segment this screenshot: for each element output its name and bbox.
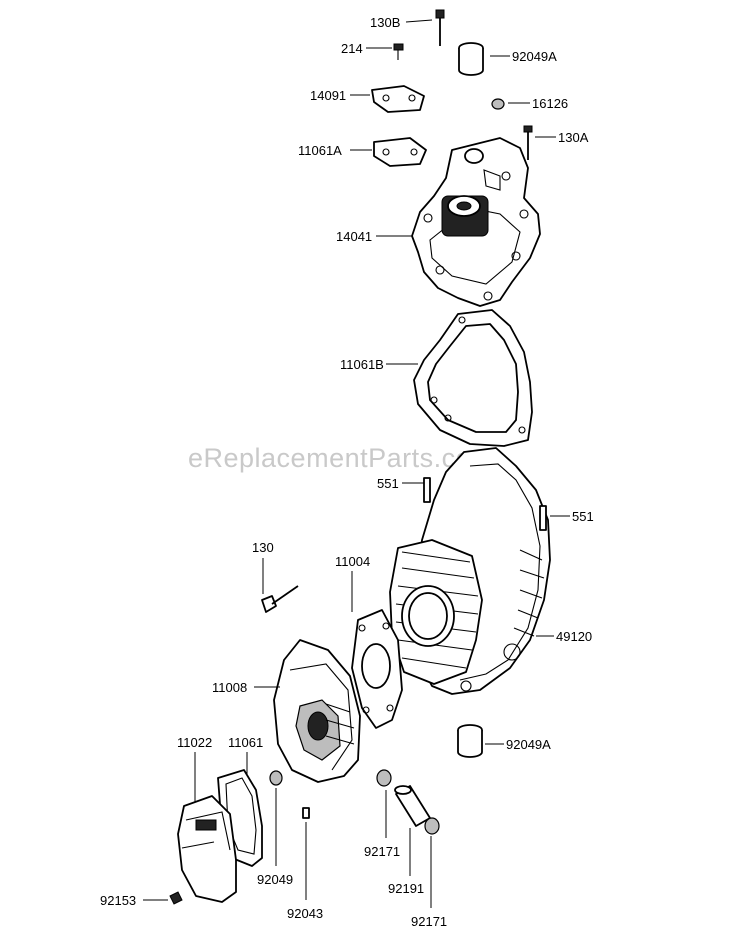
- label-11004: 11004: [335, 554, 370, 569]
- bolt-92153: [169, 891, 183, 905]
- label-14091: 14091: [310, 88, 346, 103]
- gasket-11061A: [373, 137, 427, 167]
- label-92153: 92153: [100, 893, 136, 908]
- label-92049A-bottom: 92049A: [506, 737, 551, 752]
- pipe-92191: [394, 785, 431, 827]
- label-551-right: 551: [572, 509, 594, 524]
- clip-92171-mid: [376, 769, 392, 787]
- gasket-11061B: [413, 309, 533, 447]
- dowel-551-right: [539, 505, 547, 531]
- plate-14091: [371, 85, 425, 113]
- part-labels: 130B 214 92049A 14091 16126 130A 11061A …: [100, 15, 594, 929]
- leader-lines: [143, 19, 570, 908]
- pin-92043: [302, 807, 310, 819]
- label-11061B: 11061B: [340, 357, 384, 372]
- label-214: 214: [341, 41, 363, 56]
- label-130: 130: [252, 540, 274, 555]
- bolt-130: [261, 585, 299, 613]
- screw-214: [393, 43, 404, 60]
- clip-92171-bottom: [424, 817, 440, 835]
- label-92043: 92043: [287, 906, 323, 921]
- label-130A: 130A: [558, 130, 589, 145]
- watermark: eReplacementParts.com: [188, 443, 494, 473]
- label-11022: 11022: [177, 735, 212, 750]
- label-11061A: 11061A: [298, 143, 342, 158]
- collar-92049A-bottom: [457, 724, 483, 758]
- bolt-130B: [435, 9, 445, 46]
- label-11008: 11008: [212, 680, 247, 695]
- label-14041: 14041: [336, 229, 372, 244]
- collar-92049A-top: [458, 42, 484, 76]
- head-gasket-11004: [351, 609, 403, 729]
- label-92171-mid: 92171: [364, 844, 400, 859]
- label-551-left: 551: [377, 476, 399, 491]
- cylinder-head-11008: [273, 639, 361, 783]
- valve-cover-11022: [177, 795, 237, 903]
- crankcase-49120: [389, 447, 551, 695]
- seal-92049: [269, 770, 283, 786]
- label-49120: 49120: [556, 629, 592, 644]
- label-130B: 130B: [370, 15, 400, 30]
- label-92049A-top: 92049A: [512, 49, 557, 64]
- dowel-551-left: [423, 477, 431, 503]
- label-92171-bottom: 92171: [411, 914, 447, 929]
- label-11061: 11061: [228, 735, 263, 750]
- label-92191: 92191: [388, 881, 424, 896]
- bolt-130A: [523, 125, 533, 160]
- crankcase-cover-14041: [411, 137, 541, 307]
- label-16126: 16126: [532, 96, 568, 111]
- nut-16126: [491, 98, 505, 110]
- label-92049: 92049: [257, 872, 293, 887]
